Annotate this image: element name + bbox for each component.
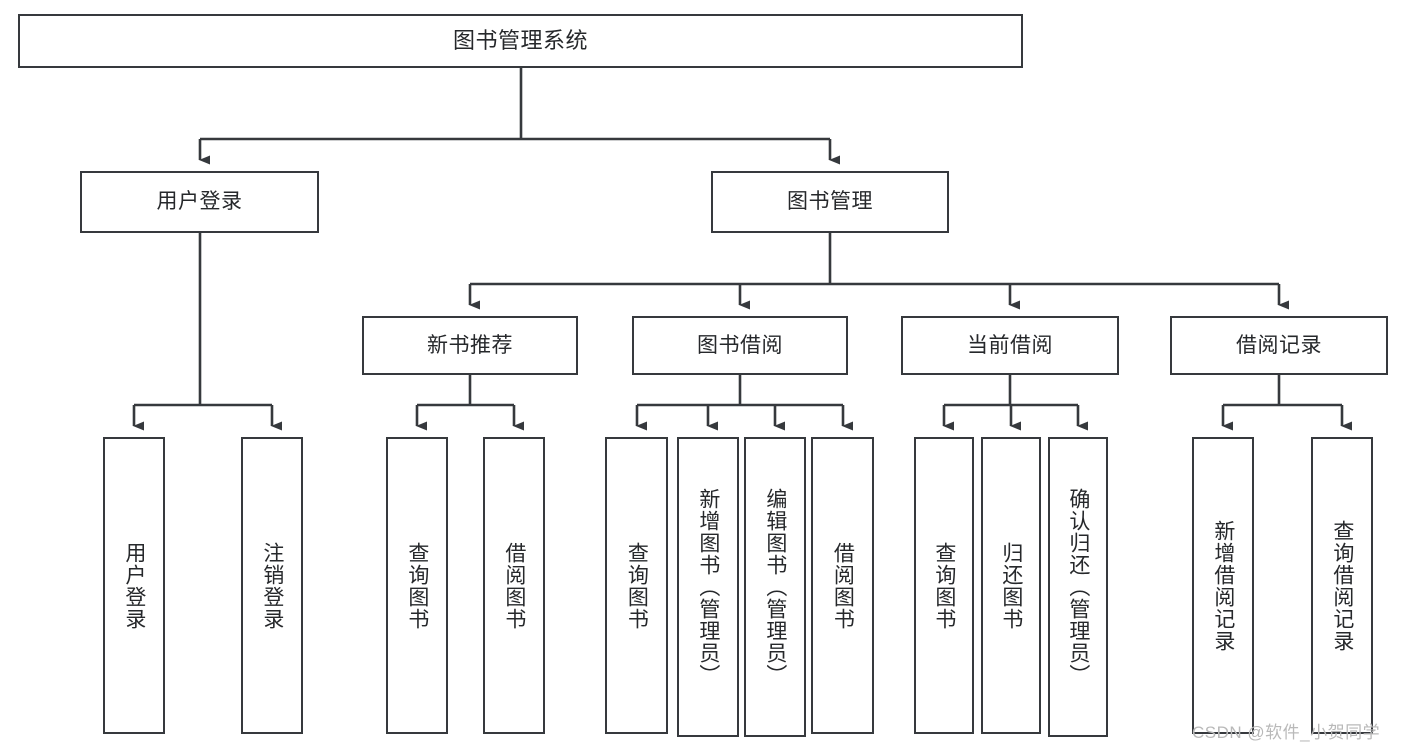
node-label: 归还图书 [999,541,1023,630]
node-leaf-confirm-return[interactable]: 确认归还（管理员） [1048,437,1108,737]
node-leaf-edit-book[interactable]: 编辑图书（管理员） [744,437,806,737]
node-leaf-query-book-2[interactable]: 查询图书 [605,437,668,734]
node-leaf-query-record[interactable]: 查询借阅记录 [1311,437,1373,734]
node-label: 图书管理系统 [452,27,588,53]
node-user-login[interactable]: 用户登录 [80,171,319,233]
node-label: 用户登录 [156,190,243,214]
node-label: 注销登录 [260,541,284,630]
node-label: 图书管理 [787,190,873,214]
node-leaf-return-book[interactable]: 归还图书 [981,437,1041,734]
node-leaf-user-logout[interactable]: 注销登录 [241,437,303,734]
node-leaf-borrow-book-2[interactable]: 借阅图书 [811,437,874,734]
node-label: 查询图书 [405,541,429,630]
node-label: 借阅图书 [831,541,855,630]
node-label: 确认归还（管理员） [1066,488,1090,686]
node-label: 新书推荐 [427,333,513,357]
node-book-manage[interactable]: 图书管理 [711,171,949,233]
node-root[interactable]: 图书管理系统 [18,14,1023,68]
node-label: 新增图书（管理员） [696,488,720,686]
node-label: 查询图书 [932,541,956,630]
node-current-borrow[interactable]: 当前借阅 [901,316,1119,375]
node-label: 用户登录 [122,541,146,630]
node-leaf-user-login[interactable]: 用户登录 [103,437,165,734]
node-borrow-record[interactable]: 借阅记录 [1170,316,1388,375]
node-label: 编辑图书（管理员） [763,488,787,686]
node-leaf-add-book[interactable]: 新增图书（管理员） [677,437,739,737]
node-new-book-rec[interactable]: 新书推荐 [362,316,578,375]
node-leaf-borrow-book-1[interactable]: 借阅图书 [483,437,545,734]
node-label: 借阅记录 [1236,333,1322,357]
node-leaf-add-record[interactable]: 新增借阅记录 [1192,437,1254,734]
node-leaf-query-book-3[interactable]: 查询图书 [914,437,974,734]
node-label: 当前借阅 [967,333,1053,357]
node-book-borrow[interactable]: 图书借阅 [632,316,848,375]
node-label: 查询借阅记录 [1330,519,1354,652]
node-label: 借阅图书 [502,541,526,630]
node-label: 查询图书 [625,541,649,630]
node-leaf-query-book-1[interactable]: 查询图书 [386,437,448,734]
watermark: CSDN @软件_小贺同学 [1192,723,1381,742]
node-label: 图书借阅 [697,333,783,357]
node-label: 新增借阅记录 [1211,519,1235,652]
